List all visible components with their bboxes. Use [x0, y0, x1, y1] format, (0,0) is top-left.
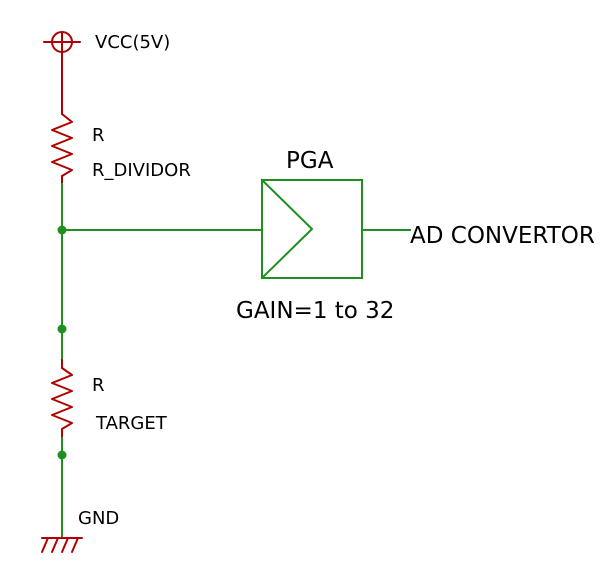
output-label: AD CONVERTOR — [410, 223, 595, 249]
pga-gain-label: GAIN=1 to 32 — [236, 298, 394, 324]
ground-label: GND — [78, 508, 119, 529]
resistor-divider-ref: R — [92, 125, 105, 146]
pga-block — [260, 178, 363, 280]
resistor-target-value: TARGET — [95, 413, 168, 434]
resistor-divider — [51, 99, 73, 185]
resistor-divider-value: R_DIVIDOR — [92, 160, 191, 181]
resistor-target — [51, 359, 73, 439]
junction-node-target-top — [57, 324, 67, 334]
vcc-power-symbol — [43, 31, 81, 101]
ground-symbol — [41, 537, 83, 553]
vcc-label: VCC(5V) — [95, 32, 170, 53]
pga-title: PGA — [286, 148, 334, 174]
resistor-target-ref: R — [92, 375, 105, 396]
junction-node-divider — [57, 225, 67, 235]
